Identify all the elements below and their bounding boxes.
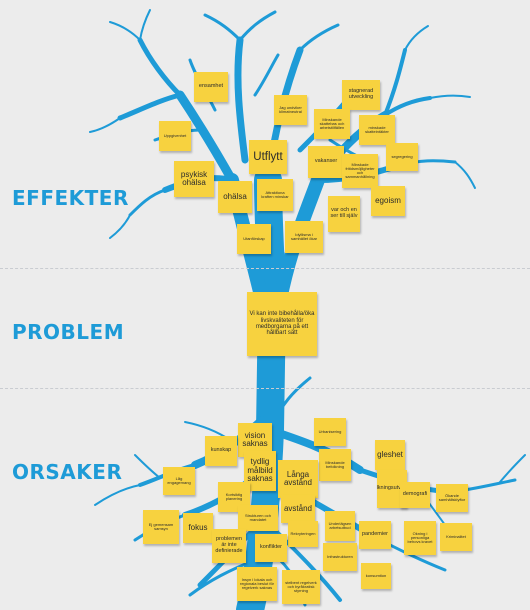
sticky-note-attraktionskraft[interactable]: Attraktiona kraften minskar <box>257 179 293 211</box>
section-label-problem: PROBLEM <box>12 320 125 344</box>
sticky-note-arbetsutbud[interactable]: Underlägsen arbetsutbud <box>325 511 355 541</box>
sticky-note-vakanser[interactable]: vakanser <box>308 146 344 178</box>
sticky-note-rekryteringen[interactable]: Rekryteringen <box>288 521 318 547</box>
sticky-note-ohalsa[interactable]: ohälsa <box>218 181 252 213</box>
sticky-note-langa-avstand[interactable]: Långa avstånd <box>278 460 318 498</box>
sticky-note-demografi[interactable]: demografi <box>400 482 430 508</box>
divider-problem-causes <box>0 388 530 389</box>
sticky-note-kriminalitet[interactable]: Kriminalitet <box>440 523 472 551</box>
sticky-note-konsumtion[interactable]: konsumtion <box>361 563 391 589</box>
sticky-note-egoism[interactable]: egoism <box>371 186 405 216</box>
sticky-note-stelbent-regelverk[interactable]: stelbent regelverk och byråkratisk styrn… <box>282 570 320 604</box>
sticky-note-minskande-befolkning[interactable]: Minskande befolkning <box>319 449 351 481</box>
sticky-note-var-och-en[interactable]: var och en ser till själv <box>328 196 360 232</box>
sticky-note-uppgivenhet[interactable]: Uppgivenhet <box>159 121 191 151</box>
sticky-note-avstand[interactable]: avstånd <box>281 495 315 523</box>
sticky-note-skattebas[interactable]: Minskande skattebas och arbetstillfällen <box>314 109 350 139</box>
sticky-note-mandatet[interactable]: Strukturen och mandatet <box>238 505 278 531</box>
sticky-note-urbanisering[interactable]: Urbanisering <box>314 418 346 446</box>
divider-effects-problem <box>0 268 530 269</box>
sticky-note-utanforskap[interactable]: Utanförskap <box>237 224 271 254</box>
section-label-orsaker: ORSAKER <box>12 460 123 484</box>
sticky-note-fritid[interactable]: Minskade fritidsmöjligheter och sammanhå… <box>342 154 378 188</box>
sticky-note-fokus[interactable]: fokus <box>183 513 213 543</box>
sticky-note-problemen[interactable]: problemen är inte definierade <box>212 529 246 563</box>
sticky-note-kunskap[interactable]: kunskap <box>205 436 237 466</box>
sticky-note-klimat[interactable]: Jag undviker klimatneutral <box>274 95 307 125</box>
sticky-note-utflytt[interactable]: Utflytt <box>249 140 287 174</box>
sticky-note-skatteintakter[interactable]: minskade skatteintäkter <box>359 115 395 145</box>
sticky-note-pandemier[interactable]: pandemier <box>359 521 391 549</box>
problem-note[interactable]: Vi kan inte bibehålla/öka livskvaliteten… <box>247 292 317 356</box>
sticky-note-lag-engagemang[interactable]: Låg engagemang <box>163 467 195 495</box>
section-label-effekter: EFFEKTER <box>12 186 129 210</box>
sticky-note-ensamhet[interactable]: ensamhet <box>194 72 228 102</box>
sticky-note-samhallsklyftor[interactable]: Ökande samhällsklyftor <box>436 484 468 512</box>
sticky-note-psykisk-ohalsa[interactable]: psykisk ohälsa <box>174 161 214 197</box>
sticky-note-idyllisma[interactable]: Idyllisma i samhället ökar <box>285 221 323 253</box>
sticky-note-stagnerad[interactable]: stagnerad utveckling <box>342 80 380 110</box>
sticky-note-segregering[interactable]: segregering <box>386 143 418 171</box>
sticky-note-personliga-behov[interactable]: Okning i personliga behovs kravet <box>404 521 436 555</box>
sticky-note-infrastrukturen[interactable]: Infrastrukturen <box>323 543 357 571</box>
sticky-note-konflikter[interactable]: konflikter <box>255 534 287 562</box>
sticky-note-samsyn[interactable]: Ej gemensam samsyn <box>143 510 179 544</box>
sticky-note-insyn-regelverk[interactable]: Insyn i lokala och regionala beslut för … <box>237 567 277 601</box>
sticky-note-gleshet[interactable]: gleshet <box>375 440 405 470</box>
